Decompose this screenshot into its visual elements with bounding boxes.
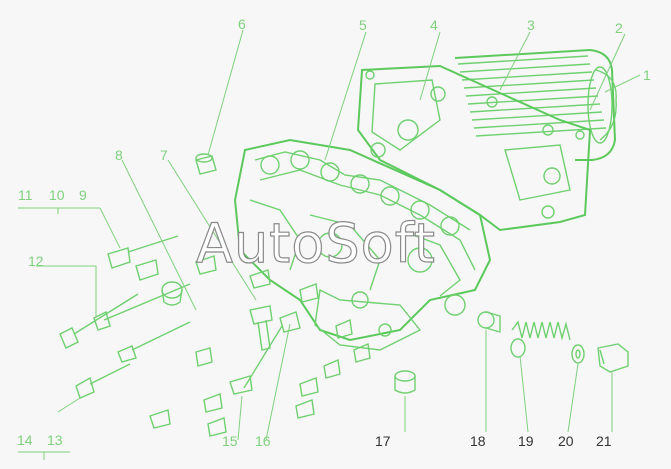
callout-1: 1 <box>643 67 651 83</box>
callout-8: 8 <box>115 147 123 163</box>
callout-21: 21 <box>596 433 612 449</box>
callout-11: 11 <box>18 187 33 203</box>
plug-part-6 <box>195 153 217 175</box>
lower-bolts <box>295 283 371 419</box>
callout-15: 15 <box>222 433 238 449</box>
callouts: 1 2 3 4 5 6 7 8 9 10 11 12 13 14 15 16 1… <box>17 16 651 449</box>
callout-13: 13 <box>47 432 63 448</box>
callout-17: 17 <box>375 433 391 449</box>
sleeve-part-18 <box>477 311 501 333</box>
long-bolt-set-12-14 <box>59 283 191 399</box>
cap-part-17 <box>394 370 416 394</box>
callout-20: 20 <box>558 433 574 449</box>
callout-19: 19 <box>518 433 534 449</box>
bushing <box>161 281 183 306</box>
watermark-text: AutoSoft <box>196 212 436 275</box>
callout-12: 12 <box>28 253 44 269</box>
callout-7: 7 <box>160 147 168 163</box>
callout-2: 2 <box>615 20 623 36</box>
callout-4: 4 <box>430 17 438 33</box>
callout-16: 16 <box>255 433 271 449</box>
callout-10: 10 <box>49 187 65 203</box>
washer-part-20 <box>571 344 585 364</box>
callout-14: 14 <box>17 432 33 448</box>
fitting-15-16 <box>149 305 301 437</box>
plug-part-21 <box>597 343 629 373</box>
spring-part-19 <box>510 320 571 358</box>
cover-gasket <box>356 64 592 232</box>
callout-9: 9 <box>79 187 87 203</box>
oil-cooler <box>454 48 617 161</box>
callout-5: 5 <box>359 17 367 33</box>
bolt-set-9-11 <box>107 235 271 289</box>
leader-lines <box>18 29 641 460</box>
main-housing <box>233 138 492 351</box>
callout-3: 3 <box>527 17 535 33</box>
callout-18: 18 <box>470 433 486 449</box>
callout-6: 6 <box>238 16 246 32</box>
